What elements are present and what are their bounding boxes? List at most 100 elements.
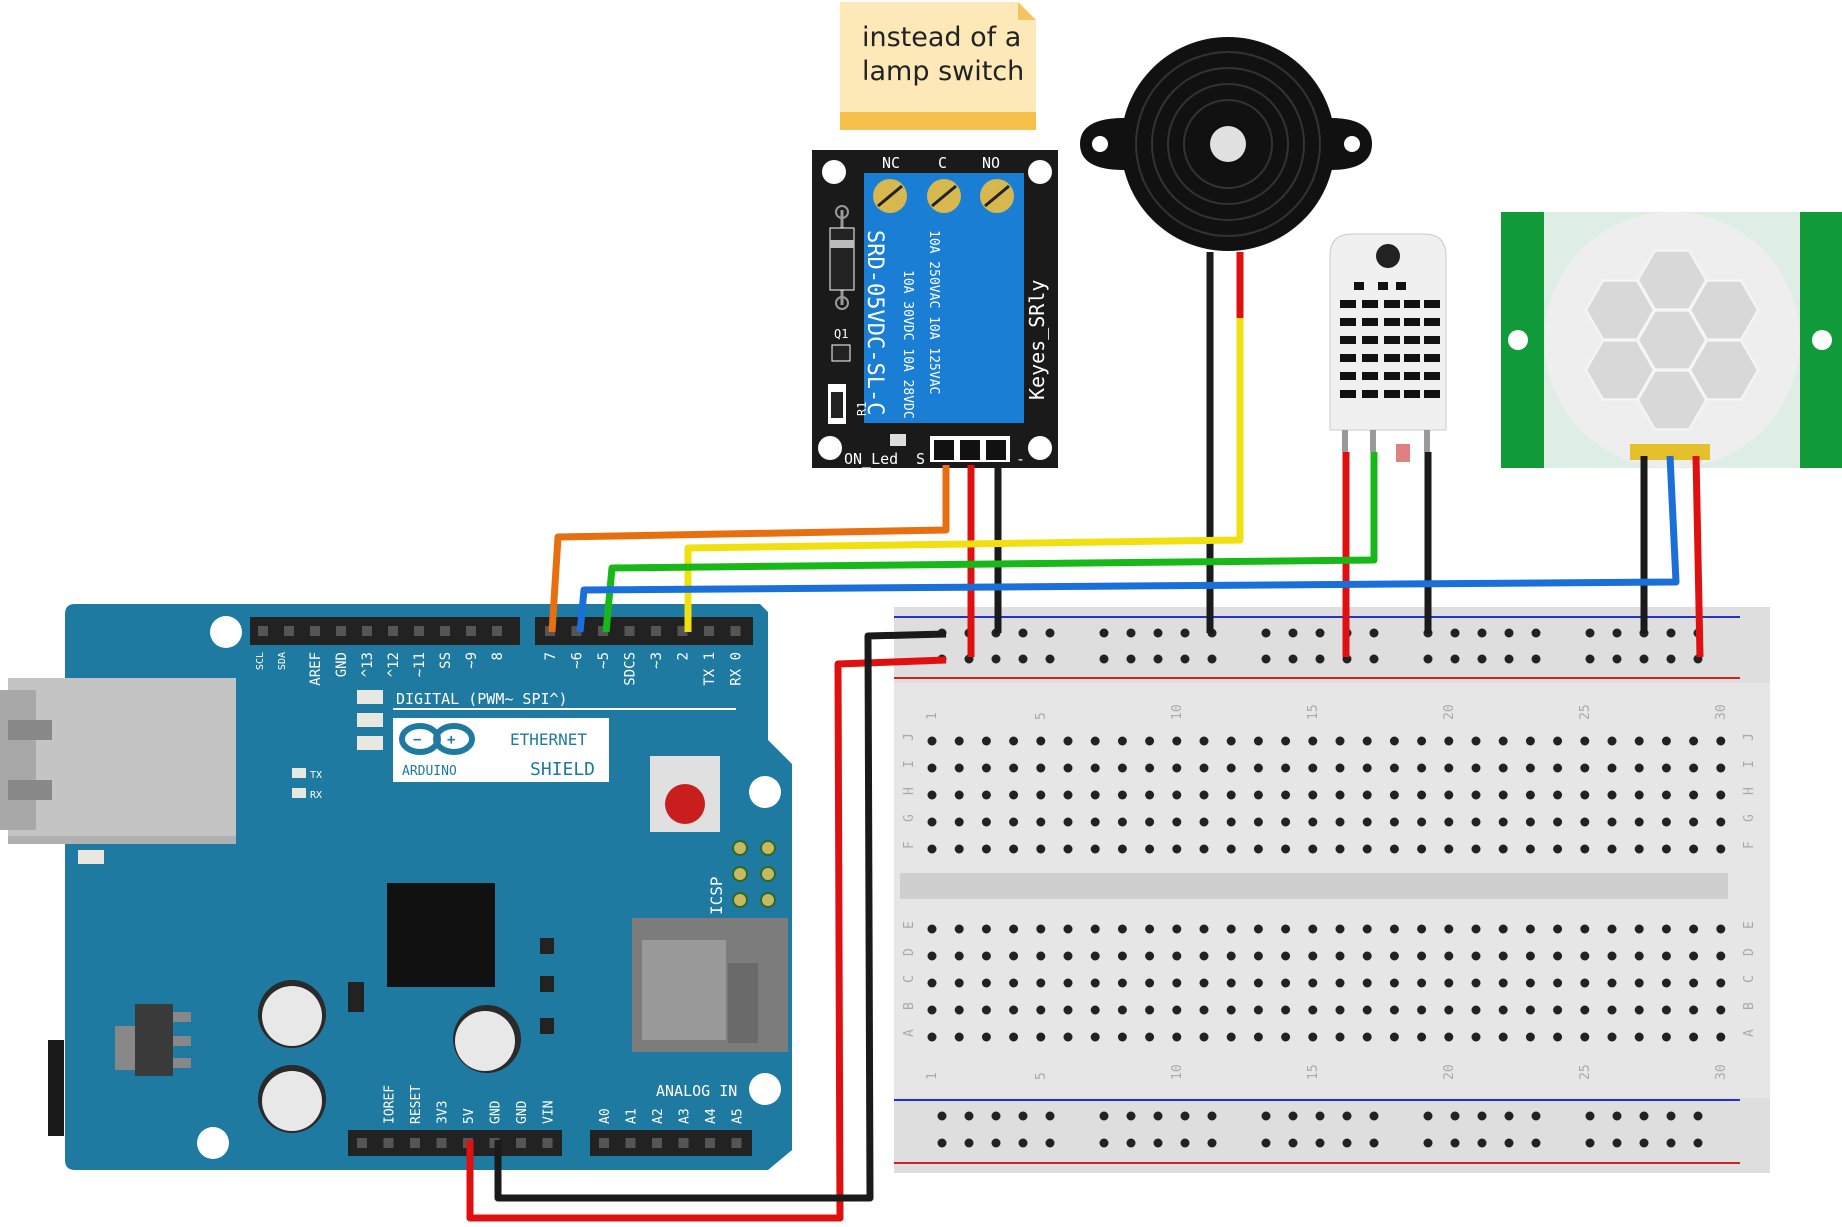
relay-brand: Keyes_SRly: [1025, 280, 1049, 400]
icsp-pin: [760, 840, 776, 856]
digital-pin-label: SCL: [255, 652, 266, 670]
row-label-left: B: [902, 1002, 917, 1010]
dht22-sensor: [1329, 233, 1447, 462]
breadboard-hole: [1689, 817, 1699, 827]
rail-hole: [1666, 654, 1676, 664]
column-label-top: 1: [925, 712, 940, 720]
breadboard-hole: [1145, 763, 1155, 773]
relay-rating-1: 10A 250VAC 10A 125VAC: [926, 230, 941, 394]
digital-pin-label: ~6: [570, 652, 586, 669]
breadboard-hole: [954, 817, 964, 827]
rail-hole: [964, 1138, 974, 1148]
breadboard-hole: [1417, 1032, 1427, 1042]
breadboard-hole: [1471, 763, 1481, 773]
breadboard-hole: [1580, 951, 1590, 961]
column-label-top: 30: [1714, 704, 1729, 720]
breadboard-hole: [1362, 763, 1372, 773]
analog-pin-label: A3: [678, 1108, 693, 1124]
header-pin: [599, 1138, 609, 1148]
rail-hole: [1450, 1111, 1460, 1121]
header-pin: [730, 626, 741, 636]
header-pin: [542, 1138, 553, 1148]
row-label-right: H: [1742, 787, 1757, 795]
header-pin: [466, 626, 476, 636]
breadboard-hole: [1090, 844, 1100, 854]
rail-hole: [1531, 1138, 1541, 1148]
breadboard-hole: [1308, 1005, 1318, 1015]
power-pin-label: IOREF: [383, 1085, 398, 1124]
breadboard-hole: [1634, 790, 1644, 800]
row-label-left: I: [902, 760, 917, 768]
rail-hole: [1180, 1111, 1190, 1121]
breadboard-hole: [1226, 924, 1236, 934]
breadboard-hole: [1117, 924, 1127, 934]
dht-vent: [1384, 354, 1400, 362]
rail-hole: [1153, 654, 1163, 664]
dht-vent: [1340, 354, 1356, 362]
breadboard-holes: [927, 628, 1726, 1148]
breadboard-hole: [1009, 1005, 1019, 1015]
breadboard-hole: [1498, 844, 1508, 854]
rail-hole: [1261, 1111, 1271, 1121]
breadboard-hole: [1063, 790, 1073, 800]
breadboard-hole: [1716, 817, 1726, 827]
analog-pin-label: A2: [651, 1108, 666, 1124]
breadboard-hole: [1281, 924, 1291, 934]
note-line-1: instead of a: [862, 22, 1021, 53]
breadboard-hole: [1661, 924, 1671, 934]
breadboard-hole: [1634, 736, 1644, 746]
wire-5v: [466, 656, 947, 1222]
breadboard-hole: [1498, 790, 1508, 800]
dht-vent: [1340, 372, 1356, 380]
breadboard-hole: [1009, 978, 1019, 988]
analog-pin-label: A5: [731, 1108, 746, 1124]
dht-vent: [1362, 300, 1378, 308]
breadboard-hole: [1607, 924, 1617, 934]
icsp-pin: [760, 866, 776, 882]
breadboard-hole: [1009, 736, 1019, 746]
header-pin: [571, 626, 582, 636]
breadboard-hole: [1553, 736, 1563, 746]
breadboard-hole: [1716, 1032, 1726, 1042]
rail-hole: [1288, 628, 1298, 638]
digital-pin-label: 8: [490, 652, 506, 660]
breadboard-hole: [1281, 763, 1291, 773]
breadboard-hole: [1634, 1005, 1644, 1015]
breadboard-hole: [1172, 978, 1182, 988]
breadboard-hole: [1226, 790, 1236, 800]
breadboard-hole: [1036, 790, 1046, 800]
breadboard-hole: [1661, 1005, 1671, 1015]
rail-hole: [1045, 1138, 1055, 1148]
breadboard-hole: [1145, 951, 1155, 961]
breadboard-hole: [1145, 1032, 1155, 1042]
header-pin: [678, 1138, 689, 1148]
breadboard-hole: [1362, 951, 1372, 961]
svg-text:+: +: [447, 732, 455, 748]
rail-hole: [1369, 1111, 1379, 1121]
breadboard-hole: [1607, 817, 1617, 827]
relay-coil: [864, 223, 1024, 423]
rail-hole: [1612, 1111, 1622, 1121]
header-pin: [492, 626, 502, 636]
breadboard-hole: [1417, 924, 1427, 934]
breadboard-hole: [1444, 817, 1454, 827]
wire-pir-out: [576, 455, 1680, 633]
breadboard-hole: [1281, 817, 1291, 827]
analog-pin-label: A1: [625, 1108, 640, 1124]
breadboard-hole: [1172, 951, 1182, 961]
breadboard-hole: [1417, 736, 1427, 746]
rail-hole: [1099, 1138, 1109, 1148]
rail-hole: [1423, 1138, 1433, 1148]
rail-hole: [1639, 1111, 1649, 1121]
breadboard-hole: [1063, 1005, 1073, 1015]
breadboard-hole: [1471, 951, 1481, 961]
breadboard-hole: [1389, 951, 1399, 961]
breadboard-hole: [1634, 978, 1644, 988]
breadboard-hole: [1389, 817, 1399, 827]
breadboard-hole: [1308, 924, 1318, 934]
header-pin: [436, 1138, 447, 1148]
row-label-left: G: [902, 814, 917, 822]
dht-vent: [1404, 372, 1420, 380]
breadboard-hole: [1689, 1005, 1699, 1015]
